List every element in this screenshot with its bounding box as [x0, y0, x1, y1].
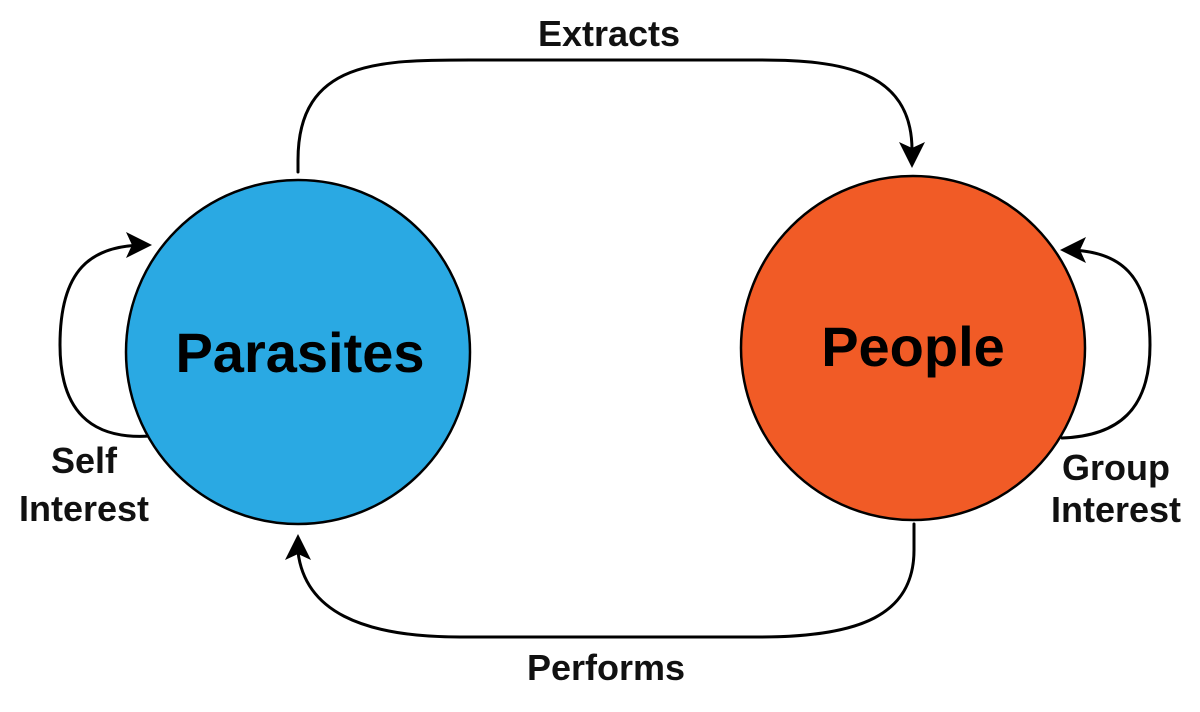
parasites-node: Parasites — [124, 178, 472, 526]
group-interest-label-line2: Interest — [1051, 489, 1181, 530]
self-interest-loop — [58, 232, 152, 438]
extracts-arrow — [296, 58, 925, 174]
people-label: People — [821, 315, 1005, 378]
self-interest-label-line1: Self — [51, 440, 118, 481]
people-node: People — [739, 174, 1087, 522]
people-circle — [739, 174, 1087, 522]
performs-arrow — [285, 522, 916, 639]
group-interest-label-line1: Group — [1062, 447, 1170, 488]
self-interest-label-line2: Interest — [19, 488, 149, 529]
group-interest-loop — [1060, 237, 1152, 440]
parasites-circle — [124, 178, 472, 526]
performs-label: Performs — [527, 647, 685, 688]
extracts-label: Extracts — [538, 13, 680, 54]
parasites-label: Parasites — [175, 321, 424, 384]
